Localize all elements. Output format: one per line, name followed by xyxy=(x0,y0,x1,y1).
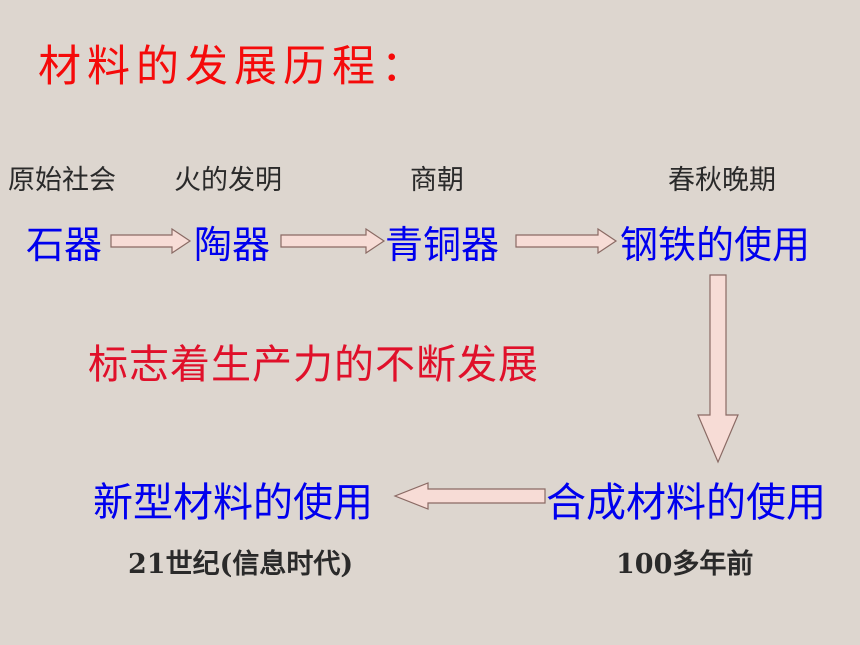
material-iron: 钢铁的使用 xyxy=(620,223,811,267)
material-pottery: 陶器 xyxy=(194,223,271,267)
arrow-bronze-to-iron xyxy=(515,227,618,255)
era-label-stone-age: 原始社会 xyxy=(8,165,116,196)
arrow-pottery-to-bronze xyxy=(280,227,386,255)
material-stone: 石器 xyxy=(26,223,103,267)
era-label-shang: 商朝 xyxy=(410,165,464,196)
significance-statement: 标志着生产力的不断发展 xyxy=(88,342,539,388)
caption-synthetic-era: 100多年前 xyxy=(616,549,754,580)
arrow-stone-to-pottery xyxy=(110,227,192,255)
arrow-iron-to-synthetic xyxy=(697,274,739,464)
page-title: 材料的发展历程： xyxy=(38,42,430,92)
arrow-synthetic-to-new xyxy=(393,482,546,510)
era-label-late-spring-autumn: 春秋晚期 xyxy=(668,165,776,196)
caption-new-era: 21世纪(信息时代) xyxy=(128,549,354,580)
material-bronze: 青铜器 xyxy=(385,223,500,267)
era-label-fire-invention: 火的发明 xyxy=(174,165,282,196)
material-new: 新型材料的使用 xyxy=(93,480,373,526)
material-synthetic: 合成材料的使用 xyxy=(546,480,826,526)
